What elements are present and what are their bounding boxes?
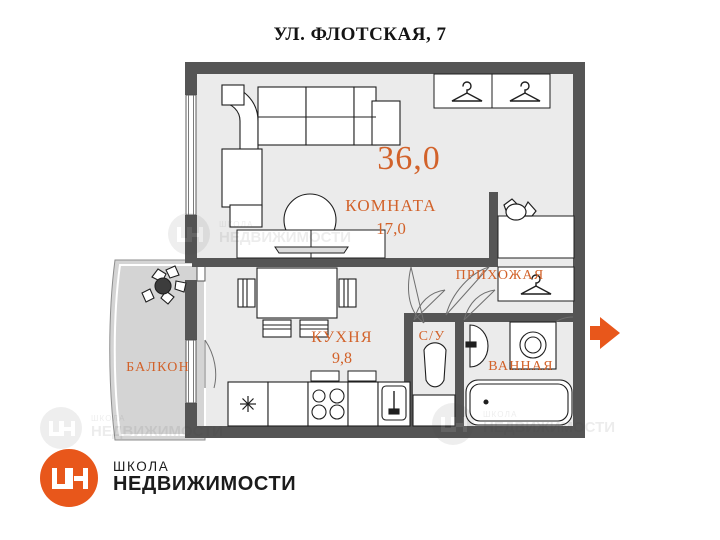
wall-left-seg-1 — [185, 62, 197, 95]
wall-kitchen-wc — [404, 320, 413, 438]
kitchen-counter — [267, 381, 309, 427]
brand-logo: ШКОЛА НЕДВИЖИМОСТИ — [40, 447, 320, 509]
wc-cabinet — [412, 394, 456, 427]
bathtub-drain — [483, 399, 489, 405]
burner — [329, 388, 345, 404]
entrance-arrow — [590, 317, 620, 349]
wall-room-hall — [403, 258, 489, 267]
balcony-floor — [109, 259, 206, 441]
page-title: УЛ. ФЛОТСКАЯ, 7 — [273, 24, 447, 45]
brand-text: ШКОЛА НЕДВИЖИМОСТИ — [113, 458, 297, 496]
wall-kitchen-room — [192, 258, 411, 267]
balcony-rail-inner — [113, 264, 206, 436]
washing-machine-glass — [524, 336, 542, 354]
window-lower — [185, 339, 197, 404]
plant-pot — [503, 198, 537, 221]
wall-bottom — [185, 426, 585, 438]
sofa-seat-1 — [257, 86, 307, 146]
dining-chair — [237, 278, 256, 308]
wall-wardrobe-nook — [489, 192, 498, 267]
dining-set — [237, 267, 357, 338]
dining-chair — [299, 319, 329, 338]
door-hall-swing — [445, 266, 490, 316]
console-table — [497, 215, 575, 259]
kitchen-counter-group — [227, 381, 411, 427]
upper-cabinet-1 — [310, 370, 340, 382]
interior-doors — [408, 266, 574, 344]
brand-monogram-icon — [40, 449, 98, 507]
hanger-icon-group — [451, 81, 552, 295]
bath-fixtures — [465, 321, 573, 426]
windows — [185, 94, 197, 404]
sofa-seat-2 — [305, 86, 355, 146]
balcony-door-swing — [204, 339, 217, 389]
door-bath-swing — [463, 289, 496, 321]
hanger-icon — [451, 81, 483, 102]
sofa-arm-left — [221, 84, 245, 106]
exterior-walls — [185, 62, 585, 438]
toilet — [423, 342, 447, 388]
sofa-arm-bottom — [229, 204, 263, 228]
entrance-arrow-shape — [590, 317, 620, 349]
snowflake-icon — [240, 396, 256, 412]
wall-right — [573, 62, 585, 438]
sofa-arm-right — [371, 100, 401, 146]
bathtub-inner — [469, 383, 569, 422]
window-upper — [185, 94, 197, 216]
sofa-seat-4 — [221, 148, 263, 208]
balcony-plant — [141, 265, 187, 305]
tv-screen — [274, 246, 349, 254]
washbasin-faucet — [465, 341, 477, 348]
door-wc-swing — [413, 289, 446, 321]
door-bath-leaf — [463, 289, 496, 321]
hanger-icon — [520, 274, 552, 295]
wc-fixtures — [412, 342, 456, 427]
door-room-hall-leaf — [410, 266, 425, 324]
faucet-base — [388, 408, 400, 415]
door-hall-leaf — [445, 266, 490, 316]
interior-walls — [192, 192, 585, 438]
wall-left-seg-3 — [185, 280, 197, 340]
wall-hall-bath — [404, 313, 585, 322]
dining-chair — [262, 319, 292, 338]
kitchen-counter-2 — [347, 381, 379, 427]
kitchen-upper-cabinets — [310, 370, 377, 382]
hanger-icon — [509, 81, 541, 102]
upper-cabinet-2 — [347, 370, 377, 382]
wall-top — [185, 62, 585, 74]
floor-plan-drawing — [109, 62, 620, 441]
wardrobe-1 — [433, 73, 493, 109]
burner — [312, 389, 326, 403]
washbasin — [469, 324, 489, 368]
dining-table — [256, 267, 338, 319]
wardrobe-group — [433, 73, 575, 302]
wall-wc-bath — [455, 320, 464, 438]
door-room-hall-swing — [408, 266, 425, 324]
cooktop-four-burner — [307, 381, 349, 427]
door-wc-leaf — [413, 289, 446, 321]
corner-sofa — [221, 84, 401, 228]
burner — [311, 404, 327, 420]
wall-left-seg-4 — [185, 403, 197, 438]
wardrobe-2 — [491, 73, 551, 109]
wall-shelf-tv — [236, 229, 386, 259]
dining-chair — [338, 278, 357, 308]
burner — [329, 404, 345, 420]
floor-plan: 36,0 КОМНАТА 17,0 КУХНЯ 9,8 ПРИХОЖАЯ С/У… — [0, 55, 720, 449]
brand-line-2: НЕДВИЖИМОСТИ — [113, 473, 297, 496]
wall-left-seg-2 — [185, 215, 197, 263]
brand-line-1: ШКОЛА — [113, 458, 170, 474]
